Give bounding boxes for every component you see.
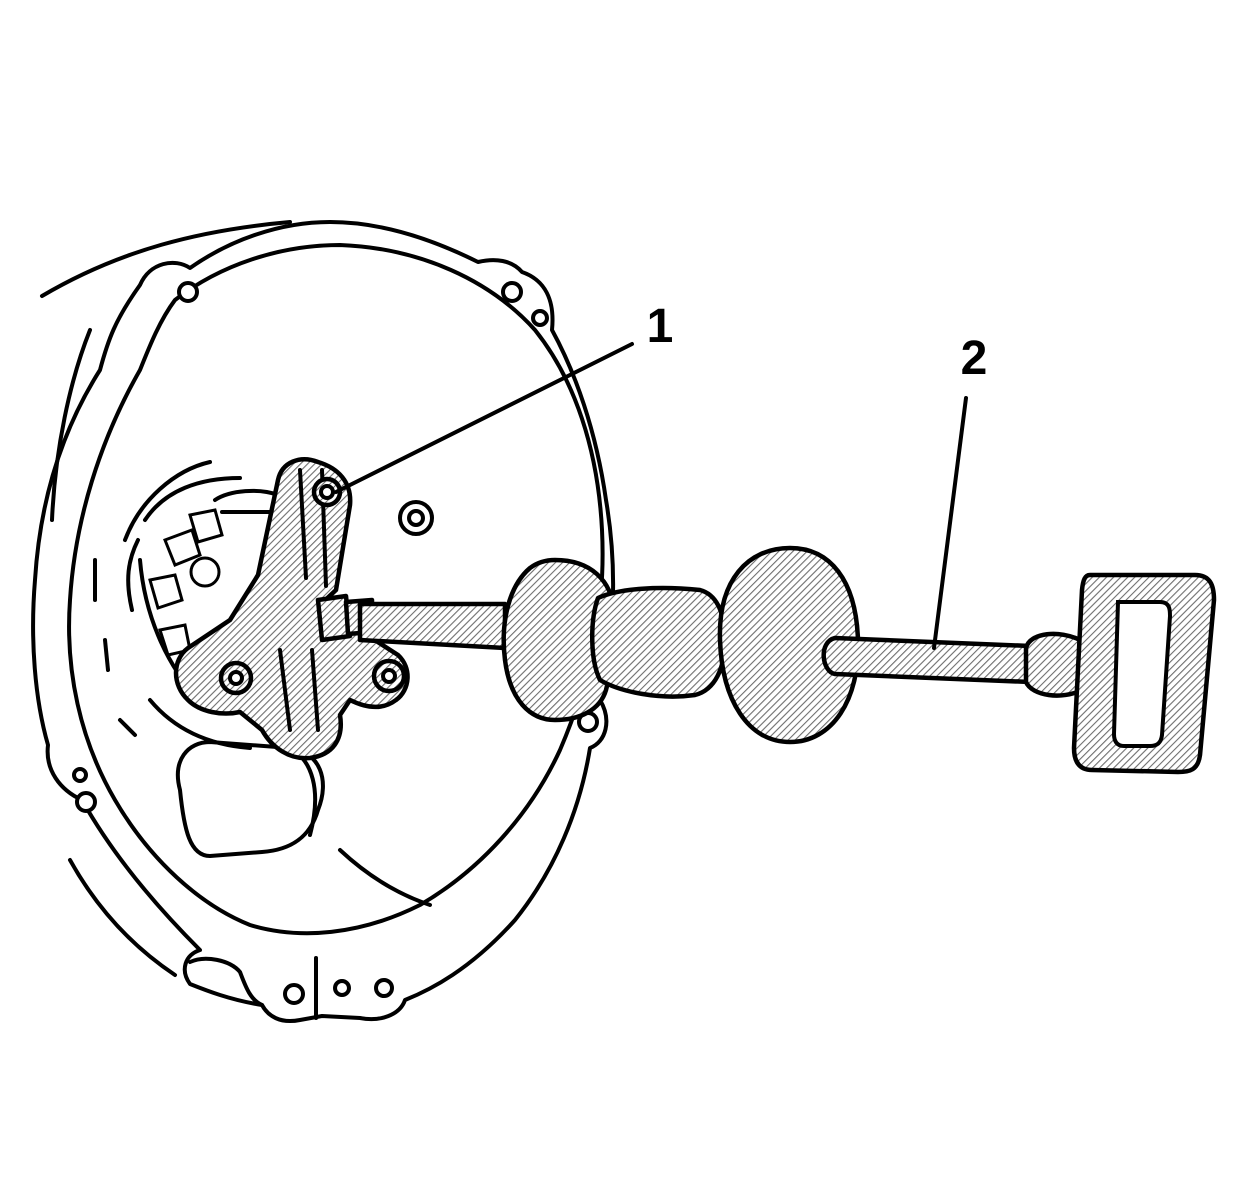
slide-hammer bbox=[357, 545, 1217, 775]
leader-line-2 bbox=[932, 396, 968, 650]
callout-1: 1 bbox=[647, 300, 674, 353]
transmission-housing bbox=[31, 220, 616, 1023]
puller-adapter bbox=[173, 457, 410, 761]
callout-2: 2 bbox=[961, 332, 988, 385]
leader-line-1 bbox=[334, 342, 634, 494]
